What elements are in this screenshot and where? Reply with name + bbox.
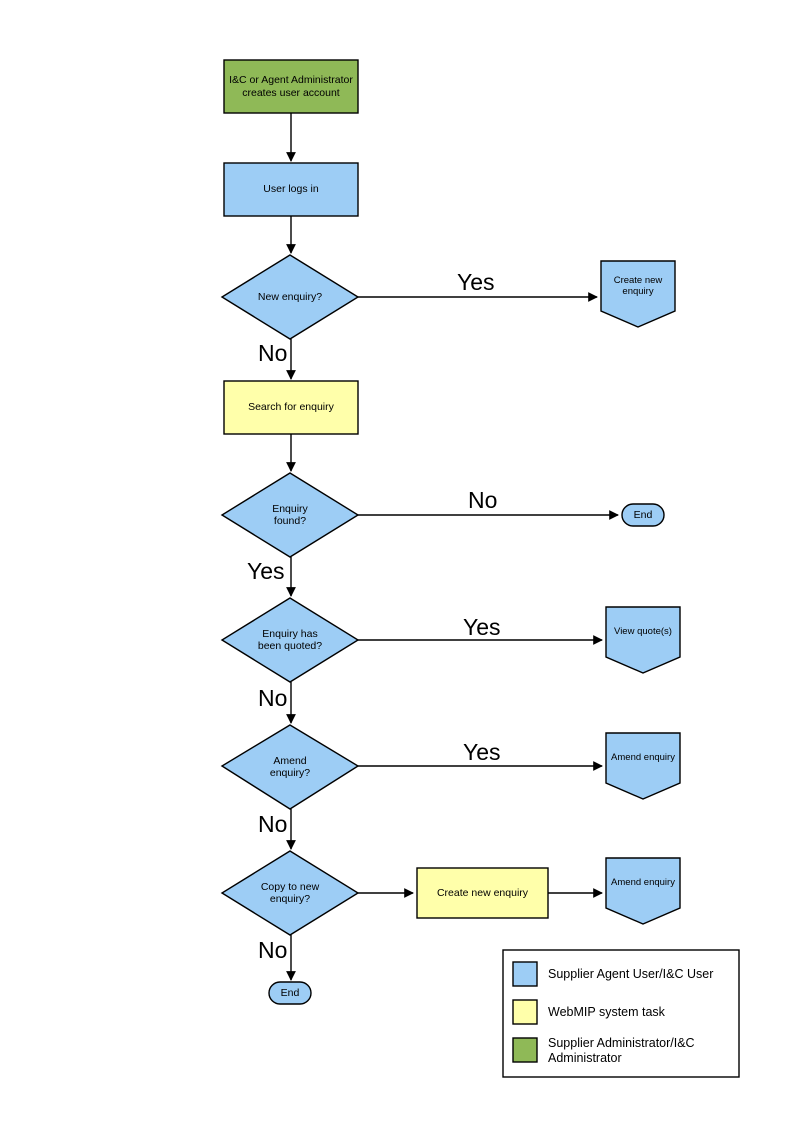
edge-label-yes-amend: Yes bbox=[463, 739, 501, 765]
node-user-logs-in[interactable] bbox=[223, 162, 359, 217]
edge-label-no-enquiry-found: No bbox=[468, 487, 498, 513]
node-create-new-enquiry-top[interactable] bbox=[600, 260, 676, 328]
node-enquiry-found-decision[interactable] bbox=[220, 472, 360, 558]
node-enquiry-quoted-decision[interactable] bbox=[220, 597, 360, 683]
legend-label-supplier-agent-user: Supplier Agent User/I&C User bbox=[548, 967, 714, 981]
edge-label-yes-quoted: Yes bbox=[463, 614, 501, 640]
legend-swatch-supplier-administrator bbox=[512, 1037, 538, 1063]
edge-label-no-copy: No bbox=[258, 937, 288, 963]
node-view-quotes[interactable] bbox=[605, 606, 681, 674]
node-new-enquiry-decision[interactable] bbox=[220, 254, 360, 340]
node-create-new-enquiry-task[interactable] bbox=[416, 867, 549, 919]
legend-swatch-supplier-agent-user bbox=[512, 961, 538, 987]
edge-group bbox=[286, 113, 619, 981]
node-create-user-account[interactable] bbox=[223, 59, 359, 114]
legend-label-supplier-administrator: Supplier Administrator/I&C Administrator bbox=[548, 1036, 695, 1066]
node-search-for-enquiry[interactable] bbox=[223, 380, 359, 435]
edge-label-no-new-enquiry: No bbox=[258, 340, 288, 366]
edge-label-yes-new-enquiry: Yes bbox=[457, 269, 495, 295]
edge-label-yes-enquiry-found: Yes bbox=[247, 558, 285, 584]
node-end-top[interactable] bbox=[621, 503, 665, 527]
edge-label-no-quoted: No bbox=[258, 685, 288, 711]
node-amend-enquiry-task-2[interactable] bbox=[605, 857, 681, 925]
legend-label-webmip-system-task: WebMIP system task bbox=[548, 1005, 665, 1019]
legend-box bbox=[502, 949, 740, 1078]
node-end-bottom[interactable] bbox=[268, 981, 312, 1005]
node-copy-to-new-enquiry-decision[interactable] bbox=[220, 850, 360, 936]
node-amend-enquiry-task-1[interactable] bbox=[605, 732, 681, 800]
legend-swatch-webmip-system-task bbox=[512, 999, 538, 1025]
node-amend-enquiry-decision[interactable] bbox=[220, 724, 360, 810]
edge-label-no-amend: No bbox=[258, 811, 288, 837]
